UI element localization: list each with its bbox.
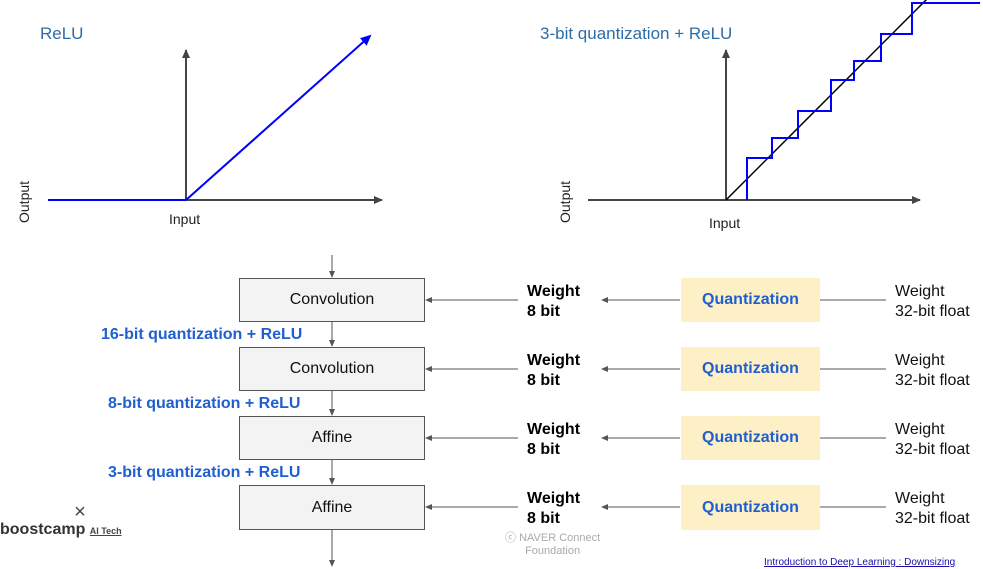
quant-plot-svg — [588, 0, 980, 204]
activation-label-16bit: 16-bit quantization + ReLU — [101, 326, 303, 343]
weight-32bit-label-1: Weight 32-bit float — [895, 282, 970, 322]
bit-text: 8 bit — [527, 441, 560, 458]
bit-text: 8 bit — [527, 303, 560, 320]
bit-text: 8 bit — [527, 510, 560, 527]
float-text: 32-bit float — [895, 510, 970, 527]
layer-box-convolution-2: Convolution — [239, 347, 425, 391]
relu-plot-svg — [48, 34, 383, 204]
weight-8bit-label-2: Weight 8 bit — [527, 351, 580, 391]
activation-label-8bit: 8-bit quantization + ReLU — [108, 395, 301, 412]
quant-ideal-line — [725, 0, 928, 201]
weight-8bit-label-4: Weight 8 bit — [527, 489, 580, 529]
weight-text: Weight — [895, 421, 945, 438]
weight-8bit-label-3: Weight 8 bit — [527, 420, 580, 460]
layer-box-convolution-1: Convolution — [239, 278, 425, 322]
copyright-line-2: Foundation — [525, 545, 581, 557]
relu-positive-segment — [185, 34, 372, 201]
course-link[interactable]: Introduction to Deep Learning : Downsizi… — [764, 557, 956, 568]
logo-subtext: AI Tech — [89, 526, 122, 536]
quantization-box-4: Quantization — [681, 485, 820, 530]
weight-text: Weight — [527, 421, 581, 438]
quantization-box-2: Quantization — [681, 347, 820, 391]
activation-label-3bit: 3-bit quantization + ReLU — [108, 464, 301, 481]
quant-plot-title: 3-bit quantization + ReLU — [540, 24, 733, 43]
relu-x-label: Input — [169, 211, 201, 227]
weight-32bit-label-2: Weight 32-bit float — [895, 351, 970, 391]
float-text: 32-bit float — [895, 372, 970, 389]
float-text: 32-bit float — [895, 303, 970, 320]
weight-text: Weight — [895, 490, 945, 507]
quantization-box-3: Quantization — [681, 416, 820, 460]
weight-text: Weight — [895, 283, 945, 300]
float-text: 32-bit float — [895, 441, 970, 458]
copyright-notice: ⓒ NAVER Connect Foundation — [505, 532, 600, 558]
quantization-box-1: Quantization — [681, 278, 820, 322]
weight-32bit-label-3: Weight 32-bit float — [895, 420, 970, 460]
bit-text: 8 bit — [527, 372, 560, 389]
layer-box-affine-2: Affine — [239, 485, 425, 530]
weight-text: Weight — [527, 352, 581, 369]
weight-text: Weight — [895, 352, 945, 369]
weight-text: Weight — [527, 490, 581, 507]
weight-32bit-label-4: Weight 32-bit float — [895, 489, 970, 529]
relu-plot-title: ReLU — [40, 24, 84, 43]
logo-text: boostcamp — [0, 521, 86, 538]
copyright-line-1: NAVER Connect — [519, 532, 601, 544]
weight-8bit-label-1: Weight 8 bit — [527, 282, 580, 322]
logo-x-icon: × — [74, 501, 86, 523]
quant-staircase — [746, 2, 980, 200]
layer-box-affine-1: Affine — [239, 416, 425, 460]
weight-text: Weight — [527, 283, 581, 300]
quant-x-label: Input — [709, 215, 741, 231]
boostcamp-logo: × boostcamp AI Tech — [0, 502, 140, 539]
copyright-icon: ⓒ — [505, 532, 516, 544]
